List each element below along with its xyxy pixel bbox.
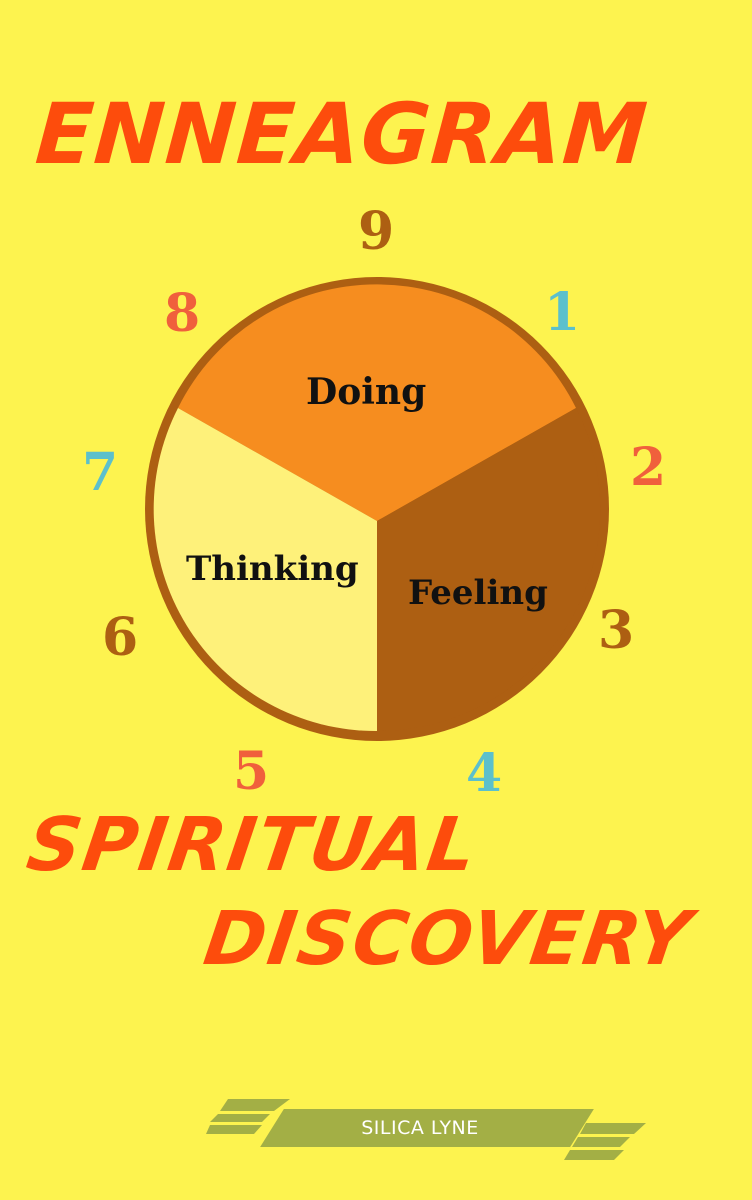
feeling-segment xyxy=(377,408,601,732)
doing-segment xyxy=(178,284,576,521)
author-name: SILICA LYNE xyxy=(361,1117,479,1139)
doing-label: Doing xyxy=(306,371,427,413)
number-6: 6 xyxy=(102,607,139,668)
thinking-label: Thinking xyxy=(186,549,359,589)
number-3: 3 xyxy=(598,600,635,661)
number-9: 9 xyxy=(358,201,395,262)
number-7: 7 xyxy=(82,442,119,503)
thinking-segment xyxy=(153,408,377,732)
number-5: 5 xyxy=(233,741,270,802)
feeling-label: Feeling xyxy=(408,573,548,613)
ribbon-left-tail xyxy=(206,1099,290,1134)
number-8: 8 xyxy=(164,283,201,344)
number-4: 4 xyxy=(466,743,503,804)
number-1: 1 xyxy=(544,282,581,343)
number-2: 2 xyxy=(630,437,667,498)
ribbon-right-tail xyxy=(564,1123,646,1160)
